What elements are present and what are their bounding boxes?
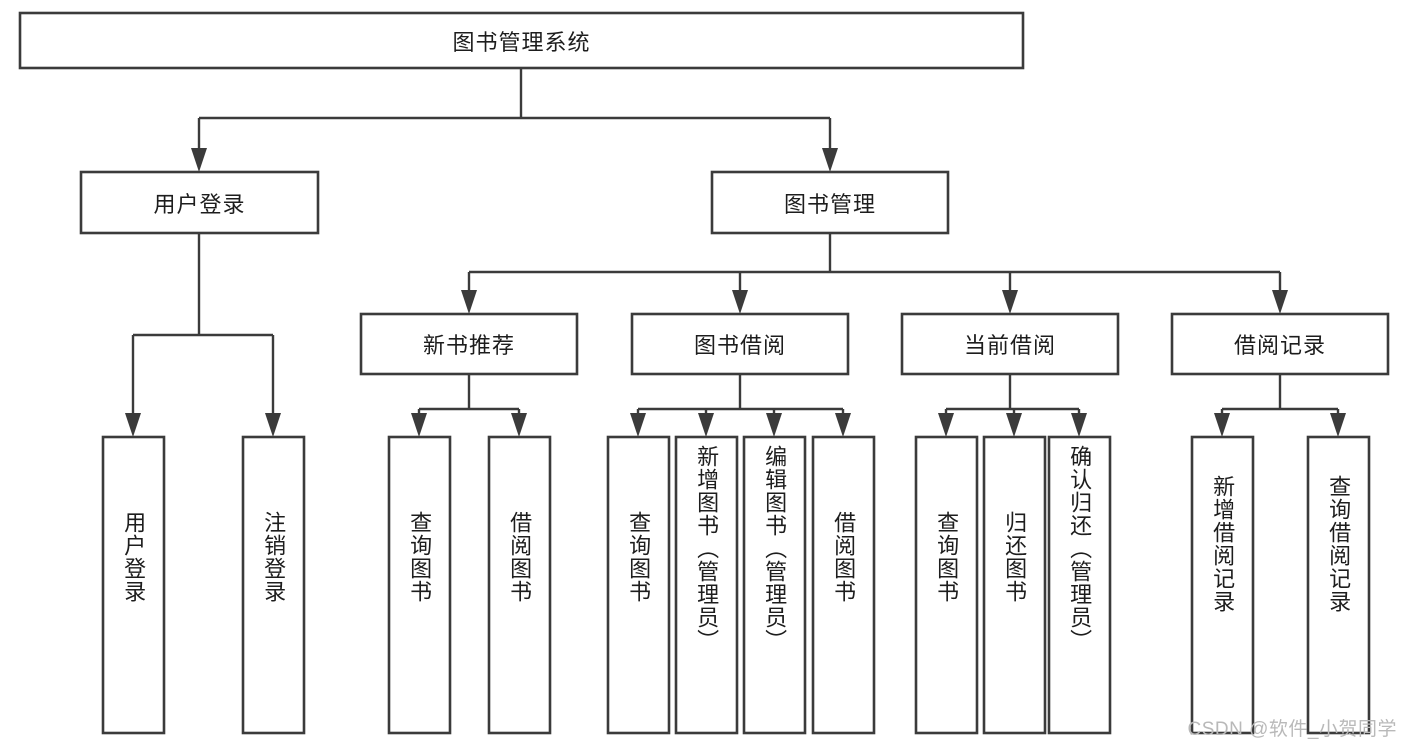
connector-group-book-manage-to-level2	[461, 233, 1288, 314]
node-box-borrow-record[interactable]	[1170, 312, 1390, 376]
node-box-leaf-confirm-return[interactable]	[1047, 435, 1112, 735]
arrow-head-user-login	[191, 148, 207, 172]
arrow-head-leaf-add-book	[698, 413, 714, 437]
node-box-leaf-query-book-3[interactable]	[914, 435, 979, 735]
connector-group-new-book-recommend-to-leaves	[411, 374, 527, 437]
node-box-leaf-user-login[interactable]	[101, 435, 166, 735]
connector-group-root-to-level1	[191, 68, 838, 172]
arrow-head-leaf-user-login	[125, 413, 141, 437]
arrow-head-leaf-query-book-3	[938, 413, 954, 437]
arrow-head-borrow-record	[1272, 290, 1288, 314]
node-box-leaf-add-record[interactable]	[1190, 435, 1255, 735]
node-box-leaf-borrow-book-2[interactable]	[811, 435, 876, 735]
arrow-head-leaf-confirm-return	[1071, 413, 1087, 437]
node-box-leaf-borrow-book-1[interactable]	[487, 435, 552, 735]
arrow-head-leaf-query-book-1	[411, 413, 427, 437]
arrow-head-leaf-borrow-book-1	[511, 413, 527, 437]
arrow-head-leaf-query-book-2	[630, 413, 646, 437]
node-box-root[interactable]	[18, 11, 1025, 70]
arrow-head-leaf-query-record	[1330, 413, 1346, 437]
connector-group-current-borrow-to-leaves	[938, 374, 1087, 437]
watermark-text: CSDN @软件_小贺同学	[1187, 719, 1397, 740]
arrow-head-leaf-edit-book	[766, 413, 782, 437]
arrow-head-leaf-add-record	[1214, 413, 1230, 437]
node-box-leaf-add-book[interactable]	[674, 435, 739, 735]
node-box-leaf-query-book-2[interactable]	[606, 435, 671, 735]
arrow-head-current-borrow	[1002, 290, 1018, 314]
node-box-book-manage[interactable]	[710, 170, 950, 235]
arrow-head-leaf-return-book	[1006, 413, 1022, 437]
node-box-leaf-return-book[interactable]	[982, 435, 1047, 735]
arrow-head-book-manage	[822, 148, 838, 172]
connector-group-borrow-record-to-leaves	[1214, 374, 1346, 437]
arrow-head-leaf-borrow-book-2	[835, 413, 851, 437]
connector-group-book-borrow-to-leaves	[630, 374, 851, 437]
node-box-leaf-query-record[interactable]	[1306, 435, 1371, 735]
arrow-head-new-book-recommend	[461, 290, 477, 314]
node-box-book-borrow[interactable]	[630, 312, 850, 376]
node-box-user-login[interactable]	[79, 170, 320, 235]
node-box-leaf-query-book-1[interactable]	[387, 435, 452, 735]
node-box-new-book-recommend[interactable]	[359, 312, 579, 376]
node-box-leaf-edit-book[interactable]	[742, 435, 807, 735]
node-box-leaf-logout-login[interactable]	[241, 435, 306, 735]
arrow-head-leaf-logout-login	[265, 413, 281, 437]
arrow-head-book-borrow	[732, 290, 748, 314]
node-box-current-borrow[interactable]	[900, 312, 1120, 376]
connector-group-user-login-to-leaves	[125, 233, 281, 437]
